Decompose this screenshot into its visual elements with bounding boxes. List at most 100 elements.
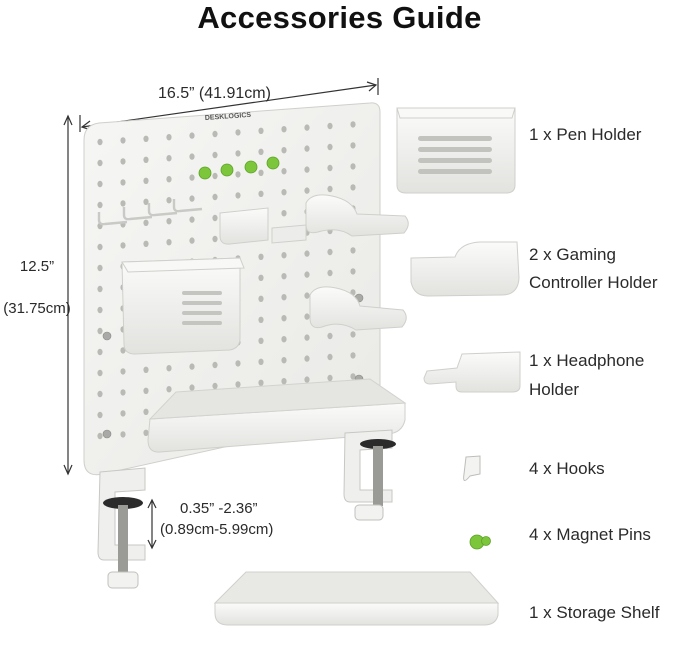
peg-hole — [281, 147, 287, 154]
peg-hole — [97, 264, 103, 272]
peg-hole — [120, 200, 126, 207]
peg-hole — [97, 159, 103, 167]
peg-hole — [258, 169, 264, 176]
peg-hole — [304, 355, 310, 362]
peg-hole — [327, 374, 333, 382]
peg-hole — [97, 390, 103, 398]
peg-hole — [281, 168, 287, 175]
peg-hole — [212, 361, 218, 369]
peg-hole — [212, 151, 218, 159]
peg-hole — [143, 387, 149, 394]
peg-hole — [97, 327, 103, 335]
peg-hole — [258, 337, 264, 344]
peg-hole — [120, 179, 126, 186]
peg-hole — [350, 331, 356, 338]
peg-hole — [235, 192, 241, 199]
peg-hole — [350, 268, 356, 275]
clamp-dimension-line — [147, 498, 157, 550]
peg-hole — [281, 210, 287, 217]
magnet-pin-product — [469, 534, 491, 550]
peg-hole — [350, 247, 356, 254]
peg-hole — [350, 163, 356, 170]
peg-hole — [120, 242, 126, 249]
peg-hole — [327, 332, 333, 340]
peg-hole — [120, 368, 126, 375]
board-pen-holder — [121, 257, 241, 355]
peg-hole — [189, 216, 195, 223]
peg-hole — [281, 294, 287, 301]
clamp-range-in: 0.35” -2.36” — [180, 500, 258, 517]
board-controller-holder-bottom — [309, 286, 407, 331]
width-dimension-line — [79, 78, 379, 132]
accessory-label-headphone-holder-1: 1 x Headphone — [529, 351, 645, 370]
peg-hole — [350, 352, 356, 359]
peg-hole — [120, 410, 126, 417]
peg-hole — [166, 386, 172, 393]
peg-hole — [235, 381, 241, 388]
peg-hole — [350, 142, 356, 149]
width-label: 16.5” (41.91cm) — [158, 85, 271, 102]
peg-hole — [166, 134, 172, 141]
peg-hole — [97, 348, 103, 356]
peg-hole — [97, 243, 103, 251]
peg-hole — [97, 306, 103, 314]
peg-hole — [143, 408, 149, 415]
peg-hole — [143, 219, 149, 226]
page-title: Accessories Guide — [197, 0, 482, 35]
peg-hole — [235, 150, 241, 157]
gaming-controller-holder-product — [410, 241, 520, 297]
peg-hole — [304, 313, 310, 320]
peg-hole — [166, 365, 172, 372]
peg-hole — [235, 129, 241, 136]
accessory-label-hooks: 4 x Hooks — [529, 459, 605, 478]
peg-hole — [212, 130, 218, 138]
peg-hole — [350, 373, 356, 380]
peg-hole — [189, 132, 195, 139]
hook-product — [463, 455, 481, 481]
peg-hole — [189, 237, 195, 244]
peg-hole — [97, 138, 103, 146]
peg-hole — [235, 360, 241, 367]
peg-hole — [120, 158, 126, 165]
peg-hole — [97, 411, 103, 419]
peg-hole — [120, 137, 126, 144]
peg-hole — [304, 292, 310, 299]
peg-hole — [327, 164, 333, 172]
peg-hole — [143, 198, 149, 205]
pen-holder-product — [396, 107, 516, 194]
peg-hole — [189, 195, 195, 202]
board-hooks — [97, 199, 203, 226]
peg-hole — [258, 295, 264, 302]
peg-hole — [327, 143, 333, 151]
accessory-label-headphone-holder-2: Holder — [529, 380, 580, 399]
peg-hole — [304, 166, 310, 173]
peg-hole — [120, 431, 126, 438]
peg-hole — [120, 389, 126, 396]
peg-hole — [143, 135, 149, 142]
peg-hole — [327, 185, 333, 193]
peg-hole — [166, 155, 172, 162]
peg-hole — [281, 378, 287, 385]
peg-hole — [304, 271, 310, 278]
peg-hole — [327, 122, 333, 130]
peg-hole — [143, 177, 149, 184]
peg-hole — [258, 316, 264, 323]
headphone-holder-product — [423, 351, 521, 393]
peg-hole — [281, 189, 287, 196]
peg-hole — [258, 379, 264, 386]
peg-hole — [281, 336, 287, 343]
peg-hole — [281, 315, 287, 322]
peg-hole — [97, 369, 103, 377]
accessory-label-controller-holder-2: Controller Holder — [529, 273, 658, 292]
left-clamp — [97, 467, 146, 589]
peg-hole — [304, 250, 310, 257]
peg-hole — [212, 172, 218, 180]
peg-hole — [212, 214, 218, 222]
peg-hole — [327, 269, 333, 277]
peg-hole — [143, 366, 149, 373]
peg-hole — [258, 127, 264, 134]
peg-hole — [258, 358, 264, 365]
accessory-label-magnet-pins: 4 x Magnet Pins — [529, 525, 651, 544]
peg-hole — [350, 184, 356, 191]
